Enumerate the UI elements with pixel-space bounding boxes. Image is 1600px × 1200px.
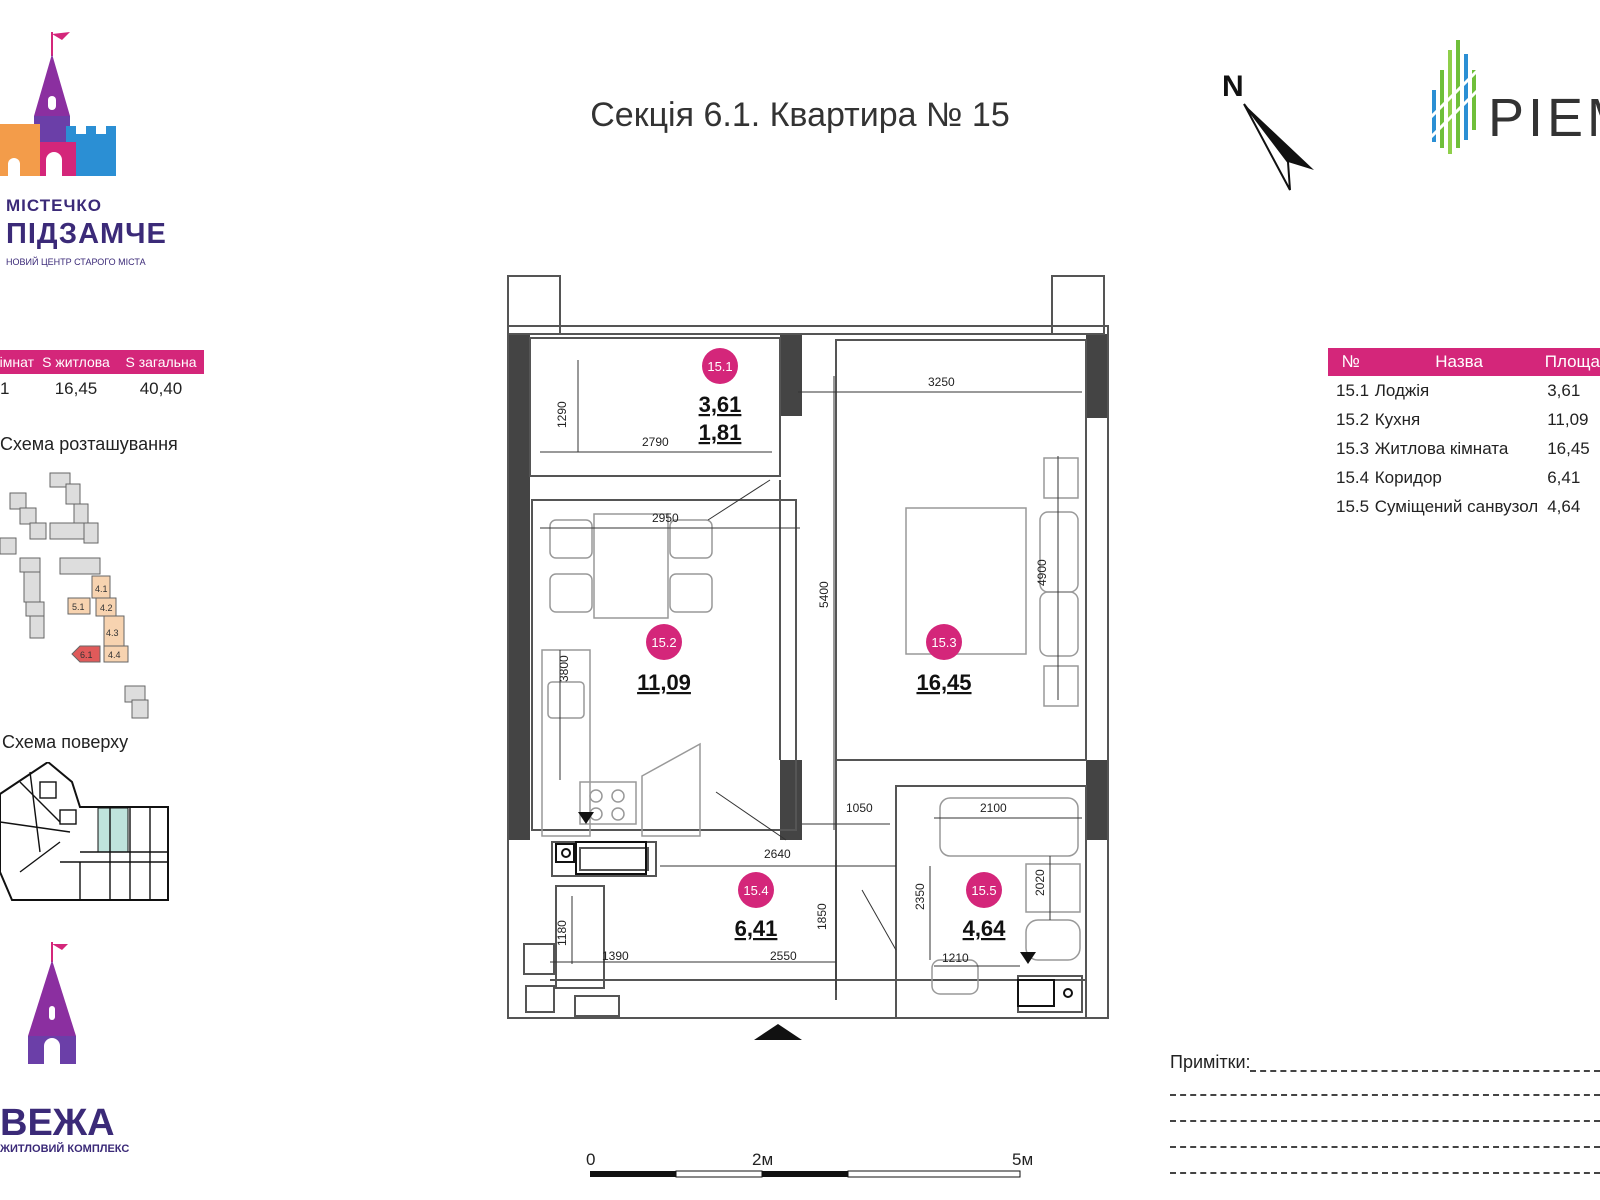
dimension-label: 2950 [652, 511, 679, 525]
room-area: 11,09 [1547, 409, 1589, 429]
scale-label-2m: 2м [752, 1150, 774, 1169]
table-row: 15.2 Кухня 11,09 [1328, 405, 1600, 434]
brand-tagline: НОВИЙ ЦЕНТР СТАРОГО МІСТА [6, 257, 146, 267]
room-no: 15.3 [1336, 438, 1370, 458]
rooms-header-name: Назва [1435, 352, 1483, 371]
notes-label: Примітки: [1170, 1052, 1251, 1072]
brand-name-line2: ПІДЗАМЧЕ [6, 218, 167, 250]
notes-line [1170, 1120, 1600, 1122]
room-badge-15-5: 15.5 [971, 883, 996, 898]
dimension-label: 3250 [928, 375, 955, 389]
summary-header-total: S загальна [125, 354, 197, 370]
dimension-label: 2790 [642, 435, 669, 449]
room-name: Кухня [1374, 409, 1421, 429]
room-area: 3,61 [1547, 380, 1581, 400]
tower-logo-icon [28, 942, 76, 1064]
compass-label: N [1222, 70, 1244, 103]
rooms-header-no: № [1341, 352, 1360, 371]
dimension-label: 2550 [770, 949, 797, 963]
dimension-label: 2640 [764, 847, 791, 861]
room-area: 4,64 [1547, 496, 1581, 516]
summary-living-value: 16,45 [54, 379, 98, 398]
summary-total-value: 40,40 [139, 379, 183, 398]
location-scheme-map: 4.1 4.2 5.1 4.3 6.1 4.4 [0, 472, 149, 719]
room-no: 15.1 [1336, 380, 1370, 400]
room-name: Лоджія [1374, 380, 1430, 400]
summary-rooms-value: 1 [0, 379, 10, 398]
section-label-4-1: 4.1 [95, 584, 108, 594]
room-area-15-3: 16,45 [916, 670, 971, 695]
summary-header-rooms: Кімнат [0, 354, 34, 370]
section-label-4-2: 4.2 [100, 603, 113, 613]
room-area-15-5: 4,64 [963, 916, 1007, 941]
room-area: 16,45 [1547, 438, 1590, 458]
scale-label-0: 0 [586, 1150, 596, 1169]
floor-scheme-map [0, 762, 169, 901]
section-label-6-1: 6.1 [80, 650, 93, 660]
dimension-label: 1210 [942, 951, 969, 965]
section-label-5-1: 5.1 [72, 602, 85, 612]
notes-line [1170, 1172, 1600, 1174]
castle-logo-icon [0, 32, 116, 176]
room-area: 6,41 [1547, 467, 1581, 487]
room-no: 15.5 [1336, 496, 1370, 516]
room-badge-15-3: 15.3 [931, 635, 956, 650]
notes-line [1170, 1146, 1600, 1148]
section-label-4-4: 4.4 [108, 650, 121, 660]
scale-bar [590, 1170, 1021, 1178]
summary-header-living: S житлова [42, 354, 110, 370]
page-title: Секція 6.1. Квартира № 15 [590, 96, 1010, 134]
complex-tagline: ЖИТЛОВИЙ КОМПЛЕКС [0, 1143, 130, 1155]
brand-name-line1: МІСТЕЧКО [6, 196, 103, 215]
developer-logo-icon: PIEM [1428, 40, 1600, 154]
table-row: 15.5 Суміщений санвузол 4,64 [1328, 492, 1600, 521]
room-area-15-2: 11,09 [637, 670, 691, 695]
compass-arrow-icon [1243, 103, 1314, 191]
room-badge-15-2: 15.2 [651, 635, 676, 650]
dimension-label: 4900 [1035, 559, 1049, 586]
rooms-header-area: Площа [1544, 352, 1600, 371]
apartment-summary-table: Кімнат S житлова S загальна 1 16,45 40,4… [0, 350, 204, 404]
dimension-label: 1390 [602, 949, 629, 963]
summary-header: Кімнат S житлова S загальна [0, 350, 204, 374]
developer-logo-text: PIEM [1488, 88, 1600, 148]
rooms-table: № Назва Площа 15.1 Лоджія 3,61 15.2 Кухн… [1328, 348, 1600, 521]
room-area-15-1: 3,61 [699, 392, 742, 417]
location-scheme-label: Схема розташування [0, 434, 178, 454]
dimension-label: 5400 [817, 581, 831, 608]
dimension-label: 3800 [557, 655, 571, 682]
table-row: 15.1 Лоджія 3,61 [1328, 376, 1600, 405]
notes-line [1170, 1094, 1600, 1096]
room-badge-15-4: 15.4 [743, 883, 768, 898]
room-area-15-4: 6,41 [735, 916, 778, 941]
room-no: 15.2 [1336, 409, 1370, 429]
scale-label-5m: 5м [1012, 1150, 1034, 1169]
room-name: Житлова кімната [1374, 438, 1509, 458]
dimension-label: 2350 [913, 883, 927, 910]
room-name: Коридор [1374, 467, 1442, 487]
summary-values: 1 16,45 40,40 [0, 374, 204, 404]
dimension-label: 1050 [846, 801, 873, 815]
apartment-floor-plan: 15.1 3,61 1,81 15.2 11,09 15.3 16,45 15.… [507, 275, 1109, 1040]
dimension-label: 1180 [555, 920, 569, 946]
room-name: Суміщений санвузол [1374, 496, 1539, 516]
rooms-table-header: № Назва Площа [1328, 348, 1600, 376]
dimension-label: 2020 [1033, 869, 1047, 896]
floor-scheme-label: Схема поверху [2, 732, 129, 752]
table-row: 15.4 Коридор 6,41 [1328, 463, 1600, 492]
dimension-label: 1850 [815, 903, 829, 930]
table-row: 15.3 Житлова кімната 16,45 [1328, 434, 1600, 463]
room-no: 15.4 [1336, 467, 1370, 487]
dimension-label: 1290 [555, 401, 569, 428]
section-label-4-3: 4.3 [106, 628, 119, 638]
complex-name: ВЕЖА [0, 1102, 115, 1144]
dimension-label: 2100 [980, 801, 1007, 815]
room-badge-15-1: 15.1 [707, 359, 732, 374]
notes-line [1250, 1070, 1600, 1072]
room-area2-15-1: 1,81 [699, 420, 742, 445]
